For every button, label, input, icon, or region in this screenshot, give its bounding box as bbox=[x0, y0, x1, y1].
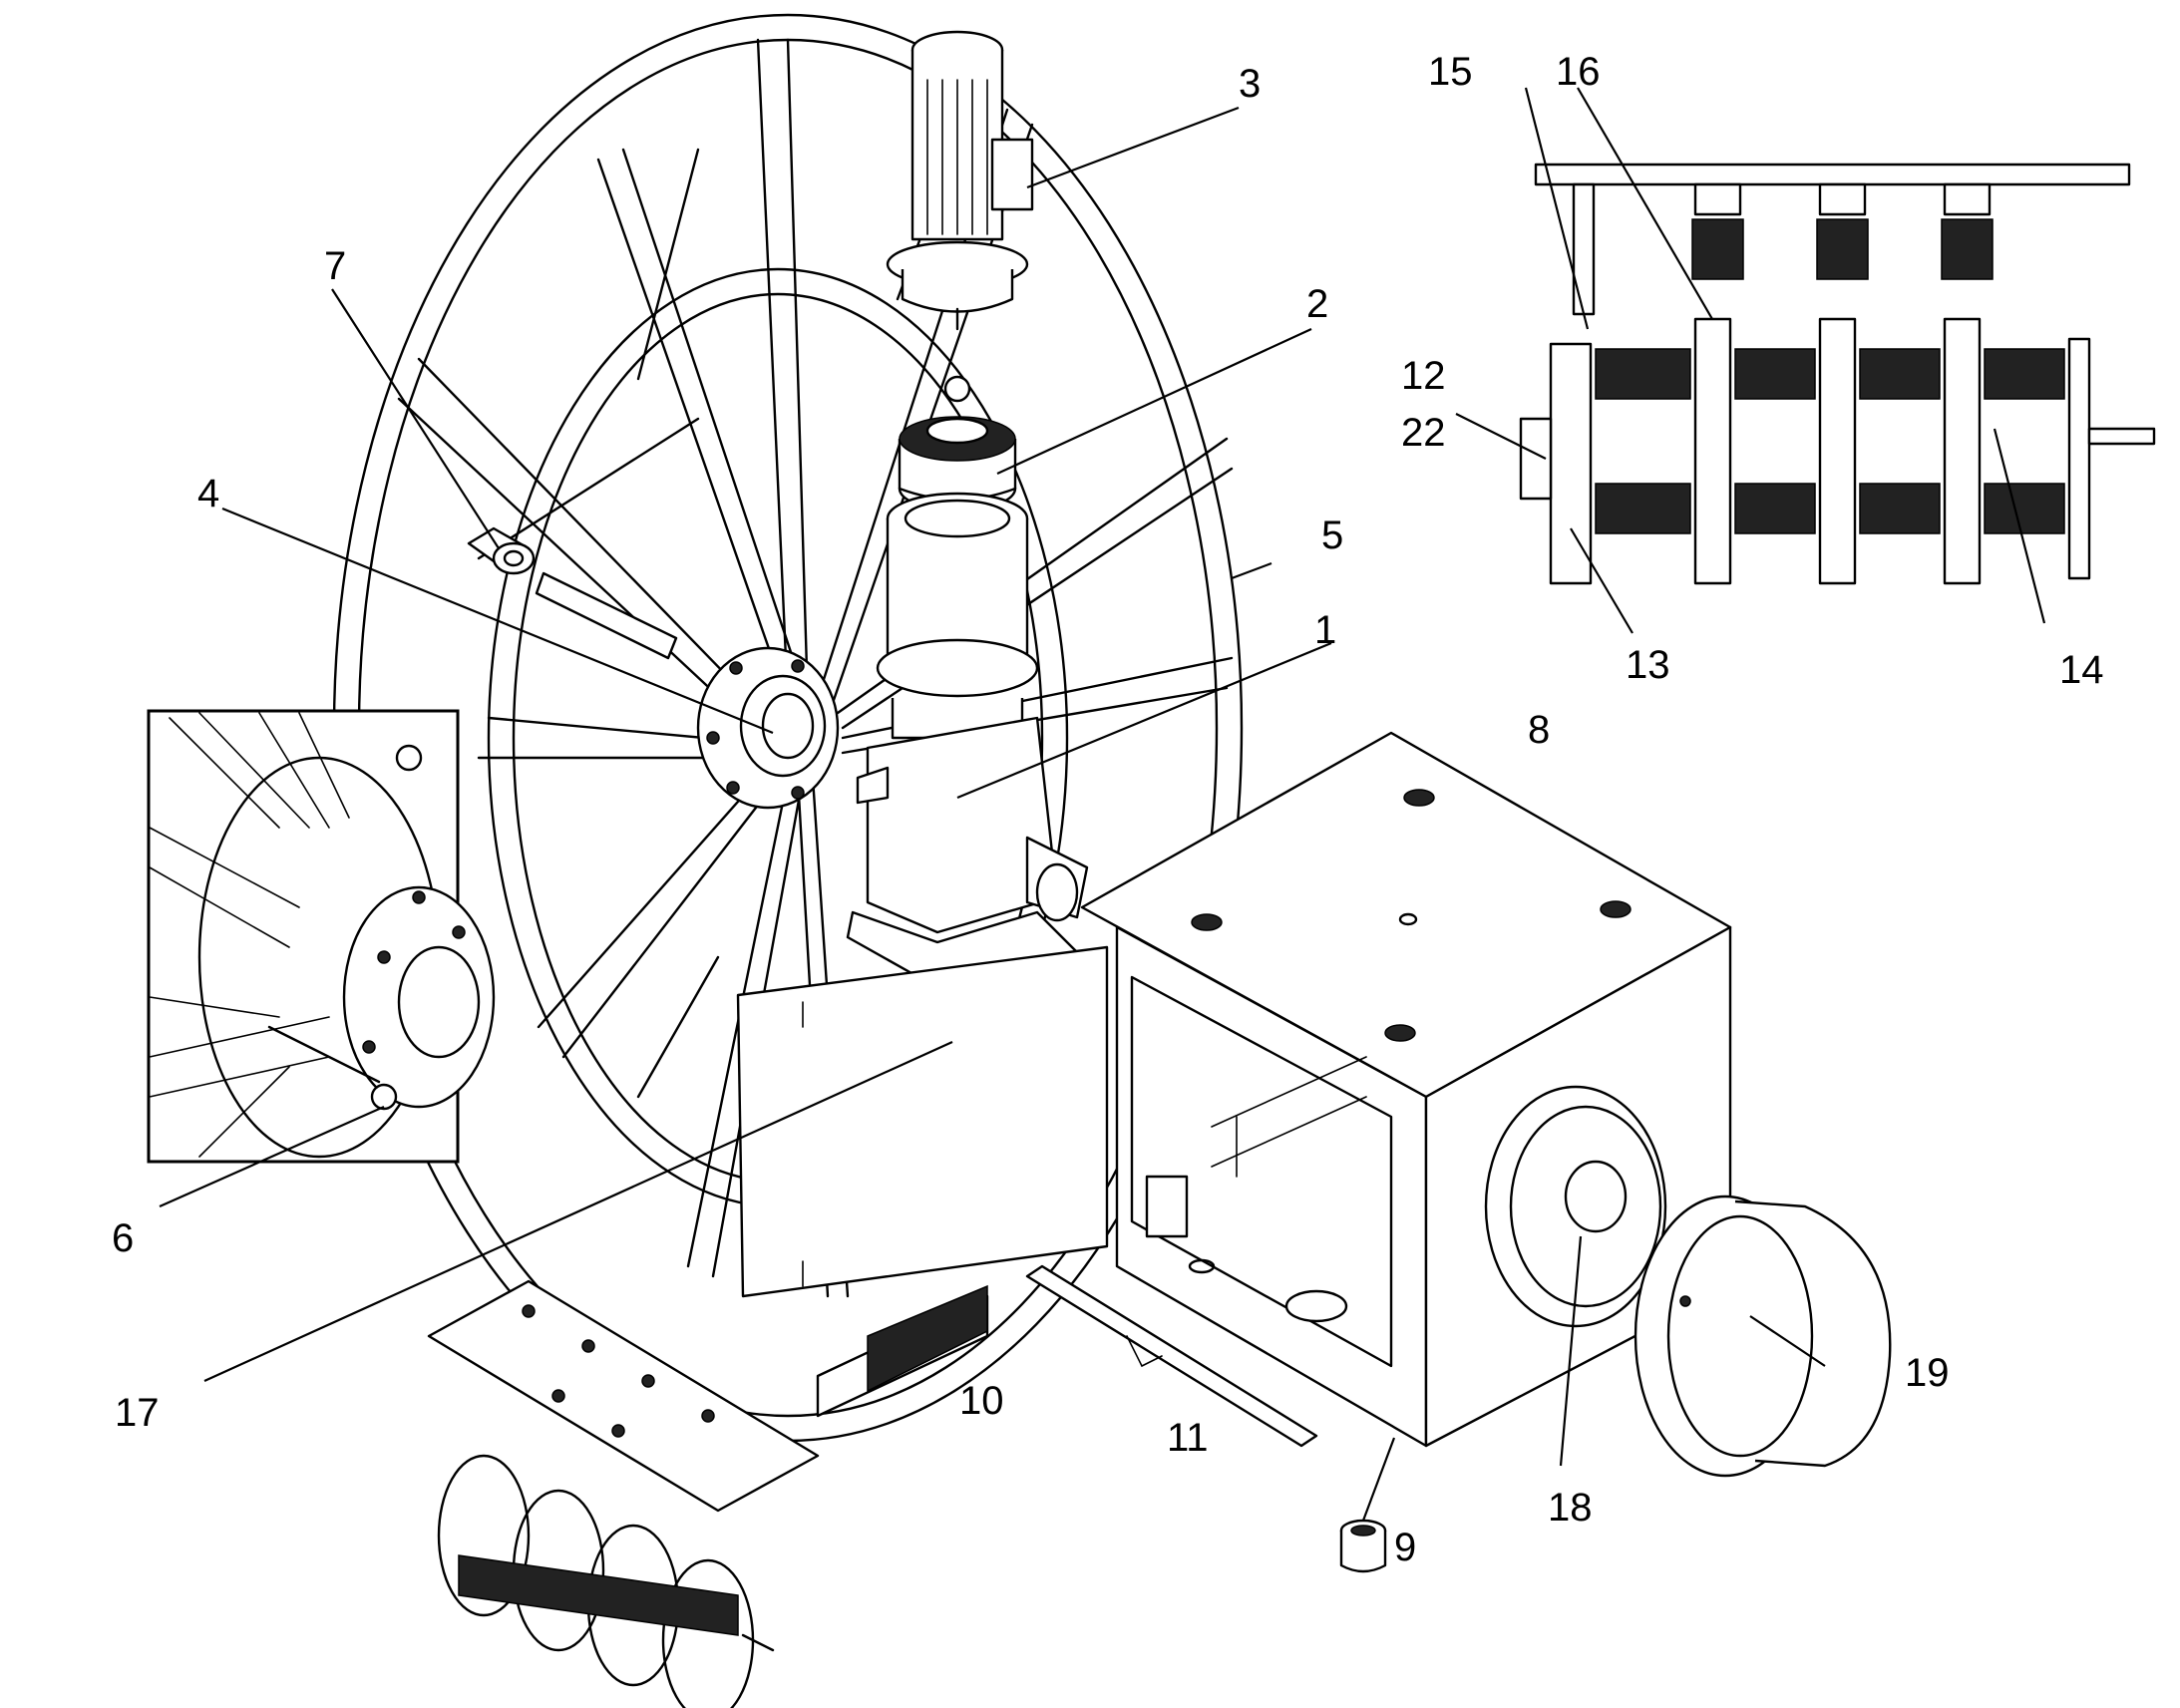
callout-1: 1 bbox=[1314, 608, 1336, 652]
part-7-coupling bbox=[467, 526, 536, 575]
callout-7: 7 bbox=[324, 244, 346, 288]
callout-labels: 1 2 3 4 5 6 7 8 9 10 11 12 22 13 14 15 1… bbox=[112, 50, 2104, 1569]
callout-3: 3 bbox=[1239, 62, 1261, 106]
part-1-gearbox bbox=[846, 492, 1089, 984]
callout-14: 14 bbox=[2059, 648, 2104, 692]
callout-8: 8 bbox=[1528, 708, 1550, 752]
brush-holder-assembly bbox=[427, 1279, 820, 1708]
slip-ring-assembly-detail bbox=[1519, 163, 2156, 585]
callout-22: 22 bbox=[1401, 411, 1446, 455]
callout-16: 16 bbox=[1556, 50, 1601, 94]
callout-9: 9 bbox=[1394, 1526, 1416, 1569]
leader-lines bbox=[159, 87, 2046, 1522]
part-19-cover bbox=[1634, 1195, 1892, 1478]
callout-13: 13 bbox=[1626, 643, 1670, 687]
part-8-control-box bbox=[1080, 731, 1732, 1448]
callout-15: 15 bbox=[1428, 50, 1473, 94]
callout-2: 2 bbox=[1306, 282, 1328, 326]
callout-18: 18 bbox=[1548, 1486, 1593, 1530]
callout-5: 5 bbox=[1321, 513, 1343, 557]
callout-11: 11 bbox=[1167, 1416, 1209, 1460]
part-11-rail bbox=[1025, 1264, 1318, 1448]
callout-19: 19 bbox=[1905, 1351, 1950, 1395]
inset-detail-frame bbox=[147, 709, 496, 1164]
callout-12: 12 bbox=[1401, 354, 1446, 398]
callout-17: 17 bbox=[115, 1391, 160, 1435]
part-9-foot bbox=[1339, 1519, 1387, 1573]
callout-6: 6 bbox=[112, 1216, 134, 1260]
part-3-motor bbox=[886, 30, 1034, 403]
part-10-resistor bbox=[816, 1284, 989, 1418]
part-17-door-panel bbox=[736, 945, 1109, 1298]
callout-4: 4 bbox=[197, 472, 219, 515]
callout-10: 10 bbox=[959, 1379, 1004, 1423]
